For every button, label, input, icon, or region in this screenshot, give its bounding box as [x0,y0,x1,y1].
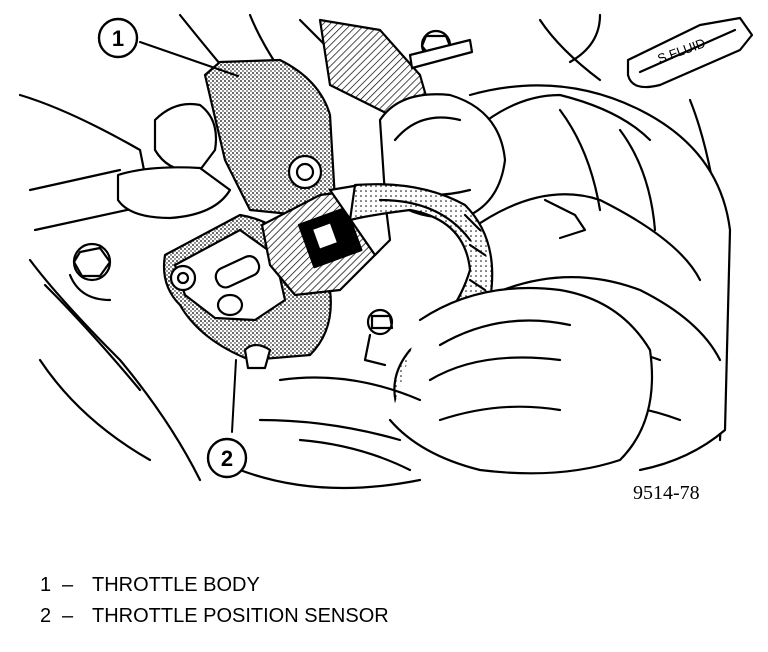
legend-text: THROTTLE BODY [92,574,260,596]
legend-dash: – [62,574,74,596]
legend: 1–THROTTLE BODY 2–THROTTLE POSITION SENS… [40,570,389,632]
mounting-bolt-left [68,242,112,302]
throttle-body [116,18,507,220]
legend-text: THROTTLE POSITION SENSOR [92,605,389,627]
legend-number: 1 [40,574,52,596]
callout-2-number: 2 [221,446,233,471]
throttle-body-illustration: S FLUID [18,13,754,490]
lower-hose [258,286,654,475]
legend-dash: – [62,605,74,627]
callout-leaders [139,41,239,433]
callout-1-number: 1 [112,26,124,51]
figure-number: 9514-78 [633,482,700,504]
fluid-reservoir-cap: S FLUID [626,16,754,89]
legend-item: 1–THROTTLE BODY [40,570,389,601]
legend-number: 2 [40,605,52,627]
throttle-position-sensor [162,183,392,370]
legend-item: 2–THROTTLE POSITION SENSOR [40,601,389,632]
callout-2: 2 [206,437,248,479]
callout-1: 1 [97,17,139,59]
